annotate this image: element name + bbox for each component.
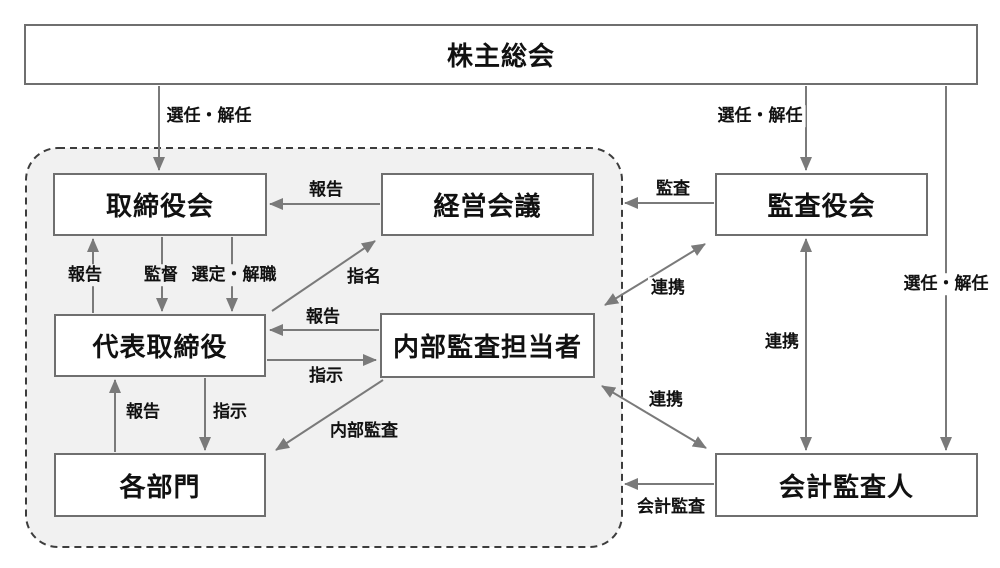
node-label-management-council: 経営会議 xyxy=(433,191,542,221)
edge-internal-audit-to-departments xyxy=(275,379,384,451)
node-label-representative-director: 代表取締役 xyxy=(92,332,228,362)
edge-label-instruct-rep-to-departments: 指示 xyxy=(210,401,250,423)
edge-label-appoint-dismiss-to-board: 選任・解任 xyxy=(163,105,255,127)
internal-control-panel xyxy=(25,147,623,548)
node-label-shareholders-meeting: 株主総会 xyxy=(446,41,555,71)
node-representative-director: 代表取締役 xyxy=(54,314,266,377)
node-management-council: 経営会議 xyxy=(381,173,594,236)
edge-label-appoint-dismiss-to-accounting-auditor: 選任・解任 xyxy=(900,273,992,295)
edge-label-report-rep-to-board: 報告 xyxy=(65,264,105,286)
edge-nominate-rep-to-council xyxy=(271,240,376,312)
edge-label-report-departments-to-rep: 報告 xyxy=(123,401,163,423)
edge-cooperate-internal-audit-audit-board xyxy=(604,243,706,306)
edge-label-audit-to-internal-system: 監査 xyxy=(653,178,693,200)
node-accounting-auditor: 会計監査人 xyxy=(715,453,978,517)
edge-label-cooperate-internal-audit-accounting: 連携 xyxy=(646,389,686,411)
edge-label-accounting-audit-to-internal-system: 会計監査 xyxy=(634,496,708,518)
edge-label-internal-audit-to-departments: 内部監査 xyxy=(327,420,401,442)
edge-label-supervise-board-to-rep: 監督 xyxy=(141,264,181,286)
node-board-of-directors: 取締役会 xyxy=(53,173,267,236)
node-label-board-of-directors: 取締役会 xyxy=(105,191,214,221)
node-label-audit-supervisory-board: 監査役会 xyxy=(767,191,876,221)
node-departments: 各部門 xyxy=(54,453,266,517)
node-audit-supervisory-board: 監査役会 xyxy=(715,173,928,236)
node-shareholders-meeting: 株主総会 xyxy=(24,24,978,85)
edge-label-select-remove-board-to-rep: 選定・解職 xyxy=(188,264,280,286)
edge-label-cooperate-audit-board-accounting: 連携 xyxy=(762,331,802,353)
edge-label-instruct-rep-to-internal-audit: 指示 xyxy=(306,365,346,387)
edge-label-cooperate-internal-audit-audit-board: 連携 xyxy=(648,277,688,299)
edge-cooperate-internal-audit-accounting xyxy=(601,385,707,449)
node-label-internal-audit-staff: 内部監査担当者 xyxy=(392,332,582,362)
node-label-accounting-auditor: 会計監査人 xyxy=(778,471,914,502)
edge-label-report-council-to-board: 報告 xyxy=(306,179,346,201)
edge-label-report-internal-audit-to-rep: 報告 xyxy=(303,306,343,328)
node-internal-audit-staff: 内部監査担当者 xyxy=(380,313,595,378)
edge-label-nominate-rep-to-council: 指名 xyxy=(344,266,384,288)
edge-label-appoint-dismiss-to-audit-board: 選任・解任 xyxy=(714,105,806,127)
node-label-departments: 各部門 xyxy=(119,471,201,502)
